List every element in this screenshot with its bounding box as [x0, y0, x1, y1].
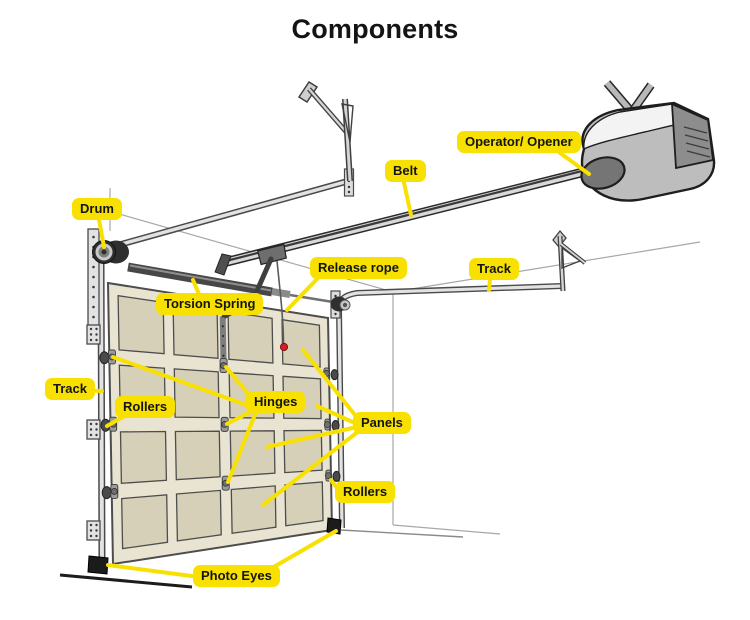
drum-left — [92, 240, 129, 264]
label-operator-opener: Operator/ Opener — [457, 131, 581, 154]
label-belt: Belt — [385, 160, 426, 183]
jamb-brackets — [86, 324, 101, 541]
rail-header-bracket — [214, 253, 232, 276]
ceiling-support-bracket — [297, 80, 354, 182]
trolley-assembly — [222, 243, 289, 352]
label-release-rope: Release rope — [310, 257, 407, 280]
label-rollers-left: Rollers — [115, 396, 176, 419]
label-rollers-right: Rollers — [335, 481, 396, 504]
label-photo-eyes: Photo Eyes — [193, 565, 280, 588]
diagram-title: Components — [291, 14, 459, 44]
torsion-shaft — [289, 293, 334, 304]
j-arm — [253, 256, 274, 296]
label-track-right: Track — [469, 258, 519, 281]
floor-line — [59, 573, 193, 589]
torsion-spring-body — [127, 262, 273, 297]
opener-front-lens — [580, 156, 626, 190]
release-rope-line — [276, 260, 285, 345]
right-rear-hanger-bracket — [552, 229, 587, 292]
label-drum: Drum — [72, 198, 122, 221]
label-track-left: Track — [45, 378, 95, 401]
garage-door — [99, 281, 341, 566]
photo-eye-left — [87, 555, 109, 575]
label-hinges: Hinges — [246, 391, 306, 414]
opener-vent-face — [671, 102, 714, 170]
left-vertical-track — [86, 228, 106, 571]
label-panels: Panels — [353, 412, 411, 435]
drum-right — [330, 296, 351, 312]
release-handle — [279, 342, 289, 352]
label-torsion-spring: Torsion Spring — [156, 293, 264, 316]
opener-unit — [580, 80, 716, 202]
